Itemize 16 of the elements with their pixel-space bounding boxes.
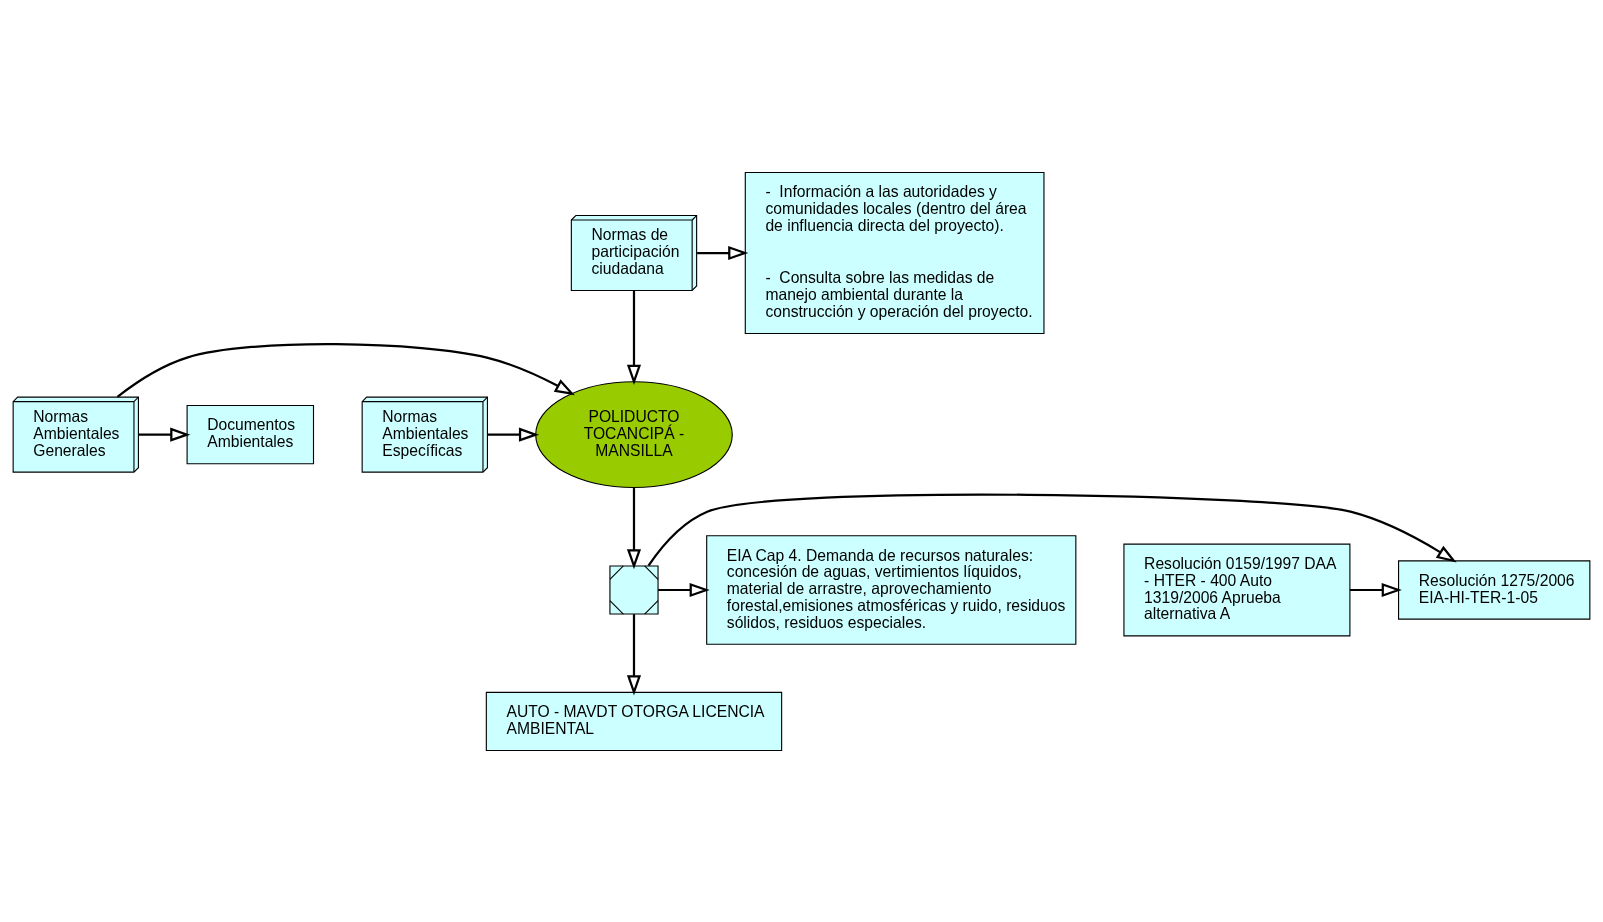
arrow [138, 427, 191, 442]
node-box: Documentos Ambientales [186, 404, 315, 464]
arrow [697, 245, 749, 260]
node-box: EIA Cap 4. Demanda de recursos naturales: concesión de aguas, vertimientos líquidos, material de arrastre, aprovechamiento forestal,emisiones atmosféricas y ruido, residuos sólidos, residuos especiales. [706, 534, 1077, 645]
arrow [1350, 582, 1402, 597]
node-box: AUTO - MAVDT OTORGA LICENCIA AMBIENTAL [485, 691, 783, 751]
node-box: Resolución 1275/2006 EIA-HI-TER-1-05 [1398, 559, 1591, 620]
arrow [647, 493, 1457, 566]
arrow [626, 487, 642, 569]
arrow [626, 290, 642, 385]
arrow [116, 342, 575, 398]
node-box: - Información a las autoridades y comunidades locales (dentro del área de influencia directa del proyecto). - Consulta sobre las medidas de manejo ambiental durante la construcción y operación del proyecto. [744, 171, 1045, 334]
arrow [487, 427, 540, 442]
arrow [626, 613, 642, 695]
node-box: Resolución 0159/1997 DAA - HTER - 400 Auto 1319/2006 Aprueba alternativa A [1123, 543, 1351, 636]
arrow [658, 582, 710, 597]
